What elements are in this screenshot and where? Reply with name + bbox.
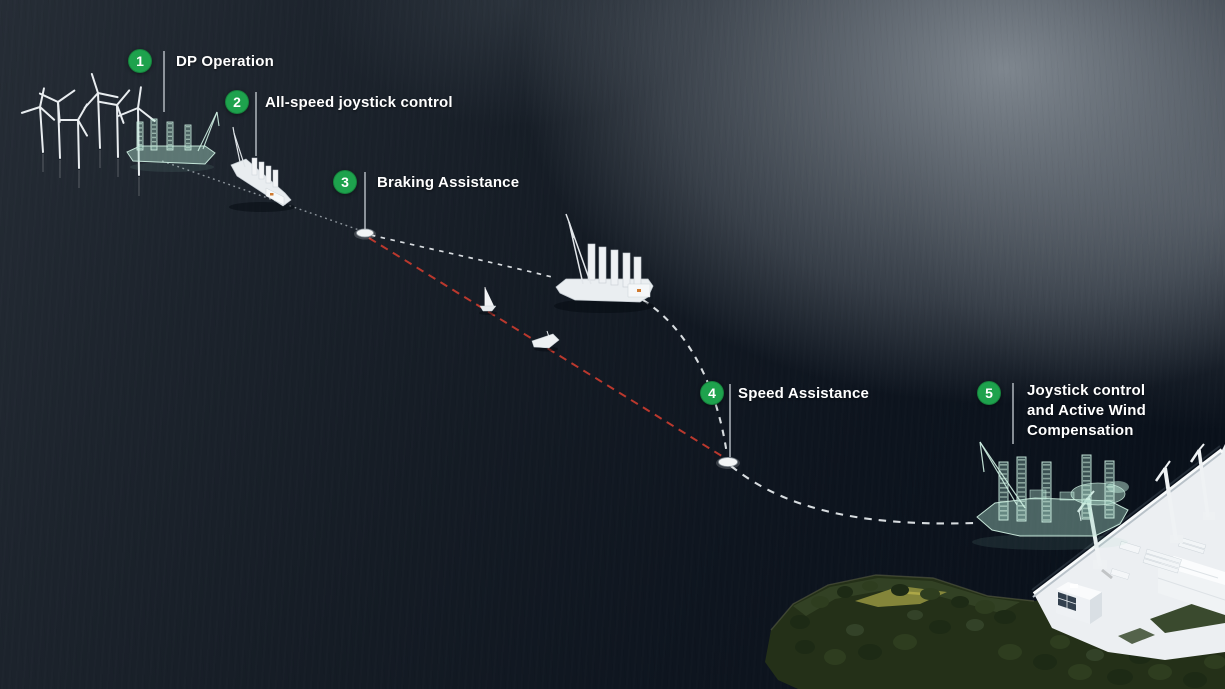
step-2-number: 2	[233, 94, 241, 110]
installation-vessel-center	[554, 213, 654, 313]
installation-vessel-transit	[229, 126, 295, 212]
wind-turbine	[20, 72, 156, 176]
route-planned-segment-a	[370, 234, 557, 279]
ghost-vessel-port	[972, 441, 1129, 550]
waypoint-3-marker	[354, 228, 376, 240]
route-planned-segment-b	[642, 299, 729, 456]
motorboat	[531, 330, 560, 352]
warehouse-building	[1056, 582, 1102, 624]
step-5-badge: 5	[977, 381, 1001, 405]
step-3-label: Braking Assistance	[377, 174, 520, 191]
step-1-badge: 1	[128, 49, 152, 73]
step-1-number: 1	[136, 53, 144, 69]
step-1-label: DP Operation	[176, 53, 274, 70]
step-2-badge: 2	[225, 90, 249, 114]
step-3-badge: 3	[333, 170, 357, 194]
route-planned-segment-c	[730, 465, 976, 525]
step-3-number: 3	[341, 174, 349, 190]
step-2-label: All-speed joystick control	[265, 94, 453, 111]
component-stacks	[1110, 537, 1207, 580]
offshore-wind-farm	[20, 72, 156, 196]
step-5-label: Joystick control and Active Wind Compens…	[1027, 382, 1146, 439]
waypoint-4-marker	[716, 457, 740, 469]
quay-crane	[1189, 443, 1215, 520]
port-facility	[1031, 443, 1225, 660]
ghost-vessel-dp-operation	[126, 111, 220, 172]
step-4-label: Speed Assistance	[738, 385, 870, 402]
sailboat	[479, 287, 497, 315]
step-5-number: 5	[985, 385, 993, 401]
step-4-number: 4	[708, 385, 716, 401]
quay-crane	[1154, 460, 1183, 543]
step-4-badge: 4	[700, 381, 724, 405]
